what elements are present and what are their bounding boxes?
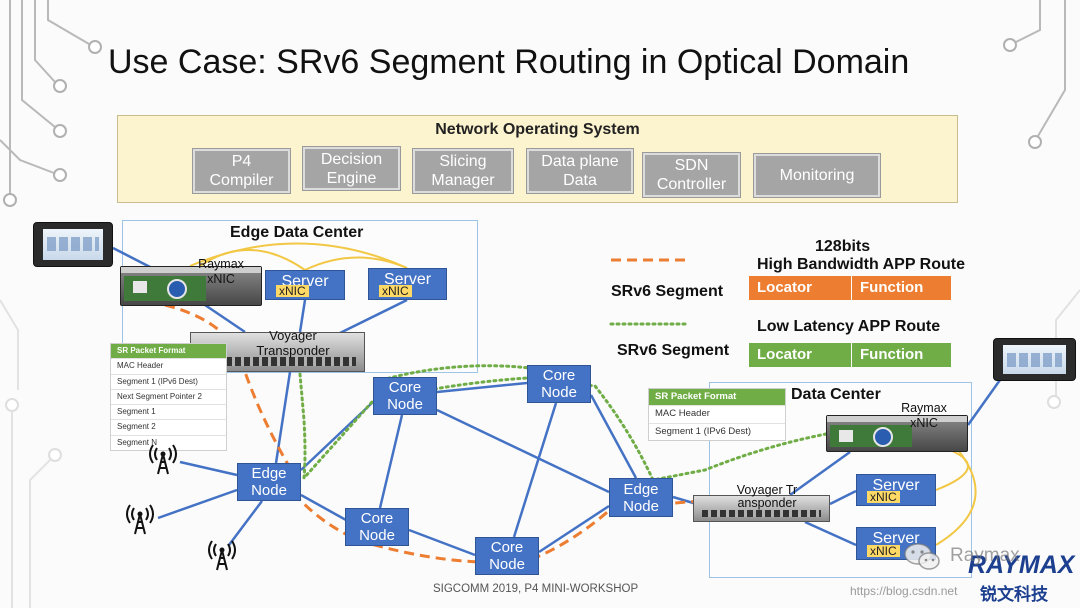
low-latency-route-path: [298, 372, 828, 483]
voyager-transponder-label-right: Voyager Transponder: [736, 483, 798, 510]
link-raymax-right-server-1: [935, 449, 969, 491]
link-core-2-core-4: [512, 402, 558, 538]
link-edge-left-core-1: [300, 401, 374, 471]
data-center-title: Data Center: [791, 386, 881, 403]
link-server-1-server-2: [304, 256, 408, 271]
legend-high-bandwidth-route: High Bandwidth APP Route: [757, 256, 965, 273]
link-core-1-core-2: [436, 381, 528, 394]
sr-table-header: SR Packet Format: [649, 389, 785, 405]
core-node-1: Core Node: [373, 377, 437, 415]
slide-footer: SIGCOMM 2019, P4 MINI-WORKSHOP: [433, 583, 639, 595]
link-core-3-core-4: [408, 528, 476, 557]
high-bandwidth-route-path: [164, 303, 701, 564]
antenna-icon: [208, 540, 236, 571]
link-core-4-edge-right: [538, 504, 610, 554]
sr-table-row: MAC Header: [111, 358, 226, 373]
voyager-transponder-label-left: Voyager Transponder: [256, 328, 330, 358]
link-voyager-right-server-2: [804, 520, 857, 547]
server-nic-label: xNIC: [379, 285, 412, 297]
legend-low-latency-locator: Locator: [749, 343, 851, 367]
core-node-2: Core Node: [527, 365, 591, 403]
legend-high-bandwidth-locator: Locator: [749, 276, 851, 300]
raymax-nic-label-left: Raymax xNIC: [198, 257, 244, 286]
edge-node-right: Edge Node: [609, 478, 673, 517]
edge-node-left: Edge Node: [237, 463, 301, 501]
raymax-logo: RAYMAX: [968, 551, 1075, 579]
raymax-nic-device-left: [120, 266, 262, 306]
sr-table-row: Segment N: [111, 434, 226, 450]
sr-table-row: Segment 1 (IPv6 Dest): [649, 422, 785, 441]
module-slicing-manager: Slicing Manager: [413, 149, 513, 193]
watermark-wechat-account: Raymax: [950, 545, 1020, 566]
server-label: Server: [872, 477, 920, 494]
module-sdn-controller: SDN Controller: [643, 153, 740, 197]
sr-table-row: Segment 2: [111, 419, 226, 434]
tester-tablet-left: [33, 222, 113, 267]
link-voyager-right-raymax-right: [789, 450, 851, 497]
sr-table-row: MAC Header: [649, 405, 785, 423]
module-decision-engine: Decision Engine: [303, 147, 400, 190]
server-edge-1: Server xNIC: [265, 270, 345, 300]
sr-table-row: Next Segment Pointer 2: [111, 388, 226, 404]
link-core-1-edge-right: [436, 408, 610, 494]
server-nic-label: xNIC: [867, 545, 900, 557]
link-edge-left-core-3: [300, 493, 347, 522]
link-raymax-left-server-1: [199, 248, 306, 271]
edge-data-center-title: Edge Data Center: [230, 224, 364, 241]
core-node-3: Core Node: [345, 508, 409, 546]
tester-tablet-right: [993, 338, 1076, 381]
module-monitoring: Monitoring: [754, 154, 880, 197]
antenna-icon: [149, 444, 177, 475]
legend-low-latency-function: Function: [852, 343, 951, 367]
server-edge-2: Server xNIC: [368, 268, 447, 300]
low-latency-route-arc: [380, 364, 532, 382]
antenna-icon: [126, 504, 154, 535]
server-label: Server: [872, 530, 920, 547]
link-core-1-core-3: [378, 414, 404, 509]
slide-title: Use Case: SRv6 Segment Routing in Optica…: [108, 43, 910, 81]
core-node-4: Core Node: [475, 537, 539, 575]
link-voyager-right-server-1: [829, 489, 857, 506]
link-raymax-right-server-2: [935, 449, 977, 546]
wechat-icon: [904, 543, 940, 570]
voyager-transponder-device-right: [693, 495, 830, 522]
module-data-plane-data: Data plane Data: [527, 149, 633, 193]
server-label: Server: [383, 271, 432, 288]
raymax-nic-label-right: Raymax xNIC: [901, 401, 947, 430]
link-server-2-voyager-left: [339, 298, 408, 335]
raymax-nic-device-right: [826, 415, 968, 452]
link-edge-left-antenna-1: [179, 460, 238, 477]
module-p4-compiler: P4 Compiler: [193, 149, 290, 193]
sr-table-header: SR Packet Format: [111, 344, 226, 359]
raymax-logo-chinese: 锐文科技: [980, 585, 1048, 604]
server-dc-1: Server xNIC: [856, 474, 936, 506]
link-server-1-voyager-left: [298, 299, 307, 333]
link-tablet-left-raymax-left: [112, 246, 153, 270]
server-nic-label: xNIC: [867, 491, 900, 503]
legend-high-bandwidth-function: Function: [852, 276, 951, 300]
server-nic-label: xNIC: [276, 285, 309, 297]
legend-high-bandwidth-segment: SRv6 Segment: [611, 283, 724, 300]
server-dc-2: Server xNIC: [856, 527, 936, 560]
sr-table-row: Segment 1 (IPv6 Dest): [111, 373, 226, 389]
legend-bit-size: 128bits: [815, 238, 871, 255]
watermark-url: https://blog.csdn.net: [850, 584, 958, 598]
legend-low-latency-route: Low Latency APP Route: [757, 318, 941, 335]
sr-packet-format-table-left: SR Packet Format MAC Header Segment 1 (I…: [110, 343, 227, 452]
link-edge-left-antenna-2: [157, 488, 238, 520]
link-edge-left-antenna-3: [228, 500, 263, 546]
legend-low-latency-segment: SRv6 Segment: [617, 342, 730, 359]
sr-table-row: Segment 1: [111, 404, 226, 419]
sr-packet-format-table-right: SR Packet Format MAC Header Segment 1 (I…: [648, 388, 786, 441]
link-core-2-edge-right: [589, 394, 638, 479]
nos-title: Network Operating System: [435, 121, 640, 138]
link-raymax-right-tablet-right: [966, 379, 1002, 426]
link-raymax-left-voyager-left: [204, 303, 246, 334]
link-raymax-left-server-2: [189, 242, 408, 269]
